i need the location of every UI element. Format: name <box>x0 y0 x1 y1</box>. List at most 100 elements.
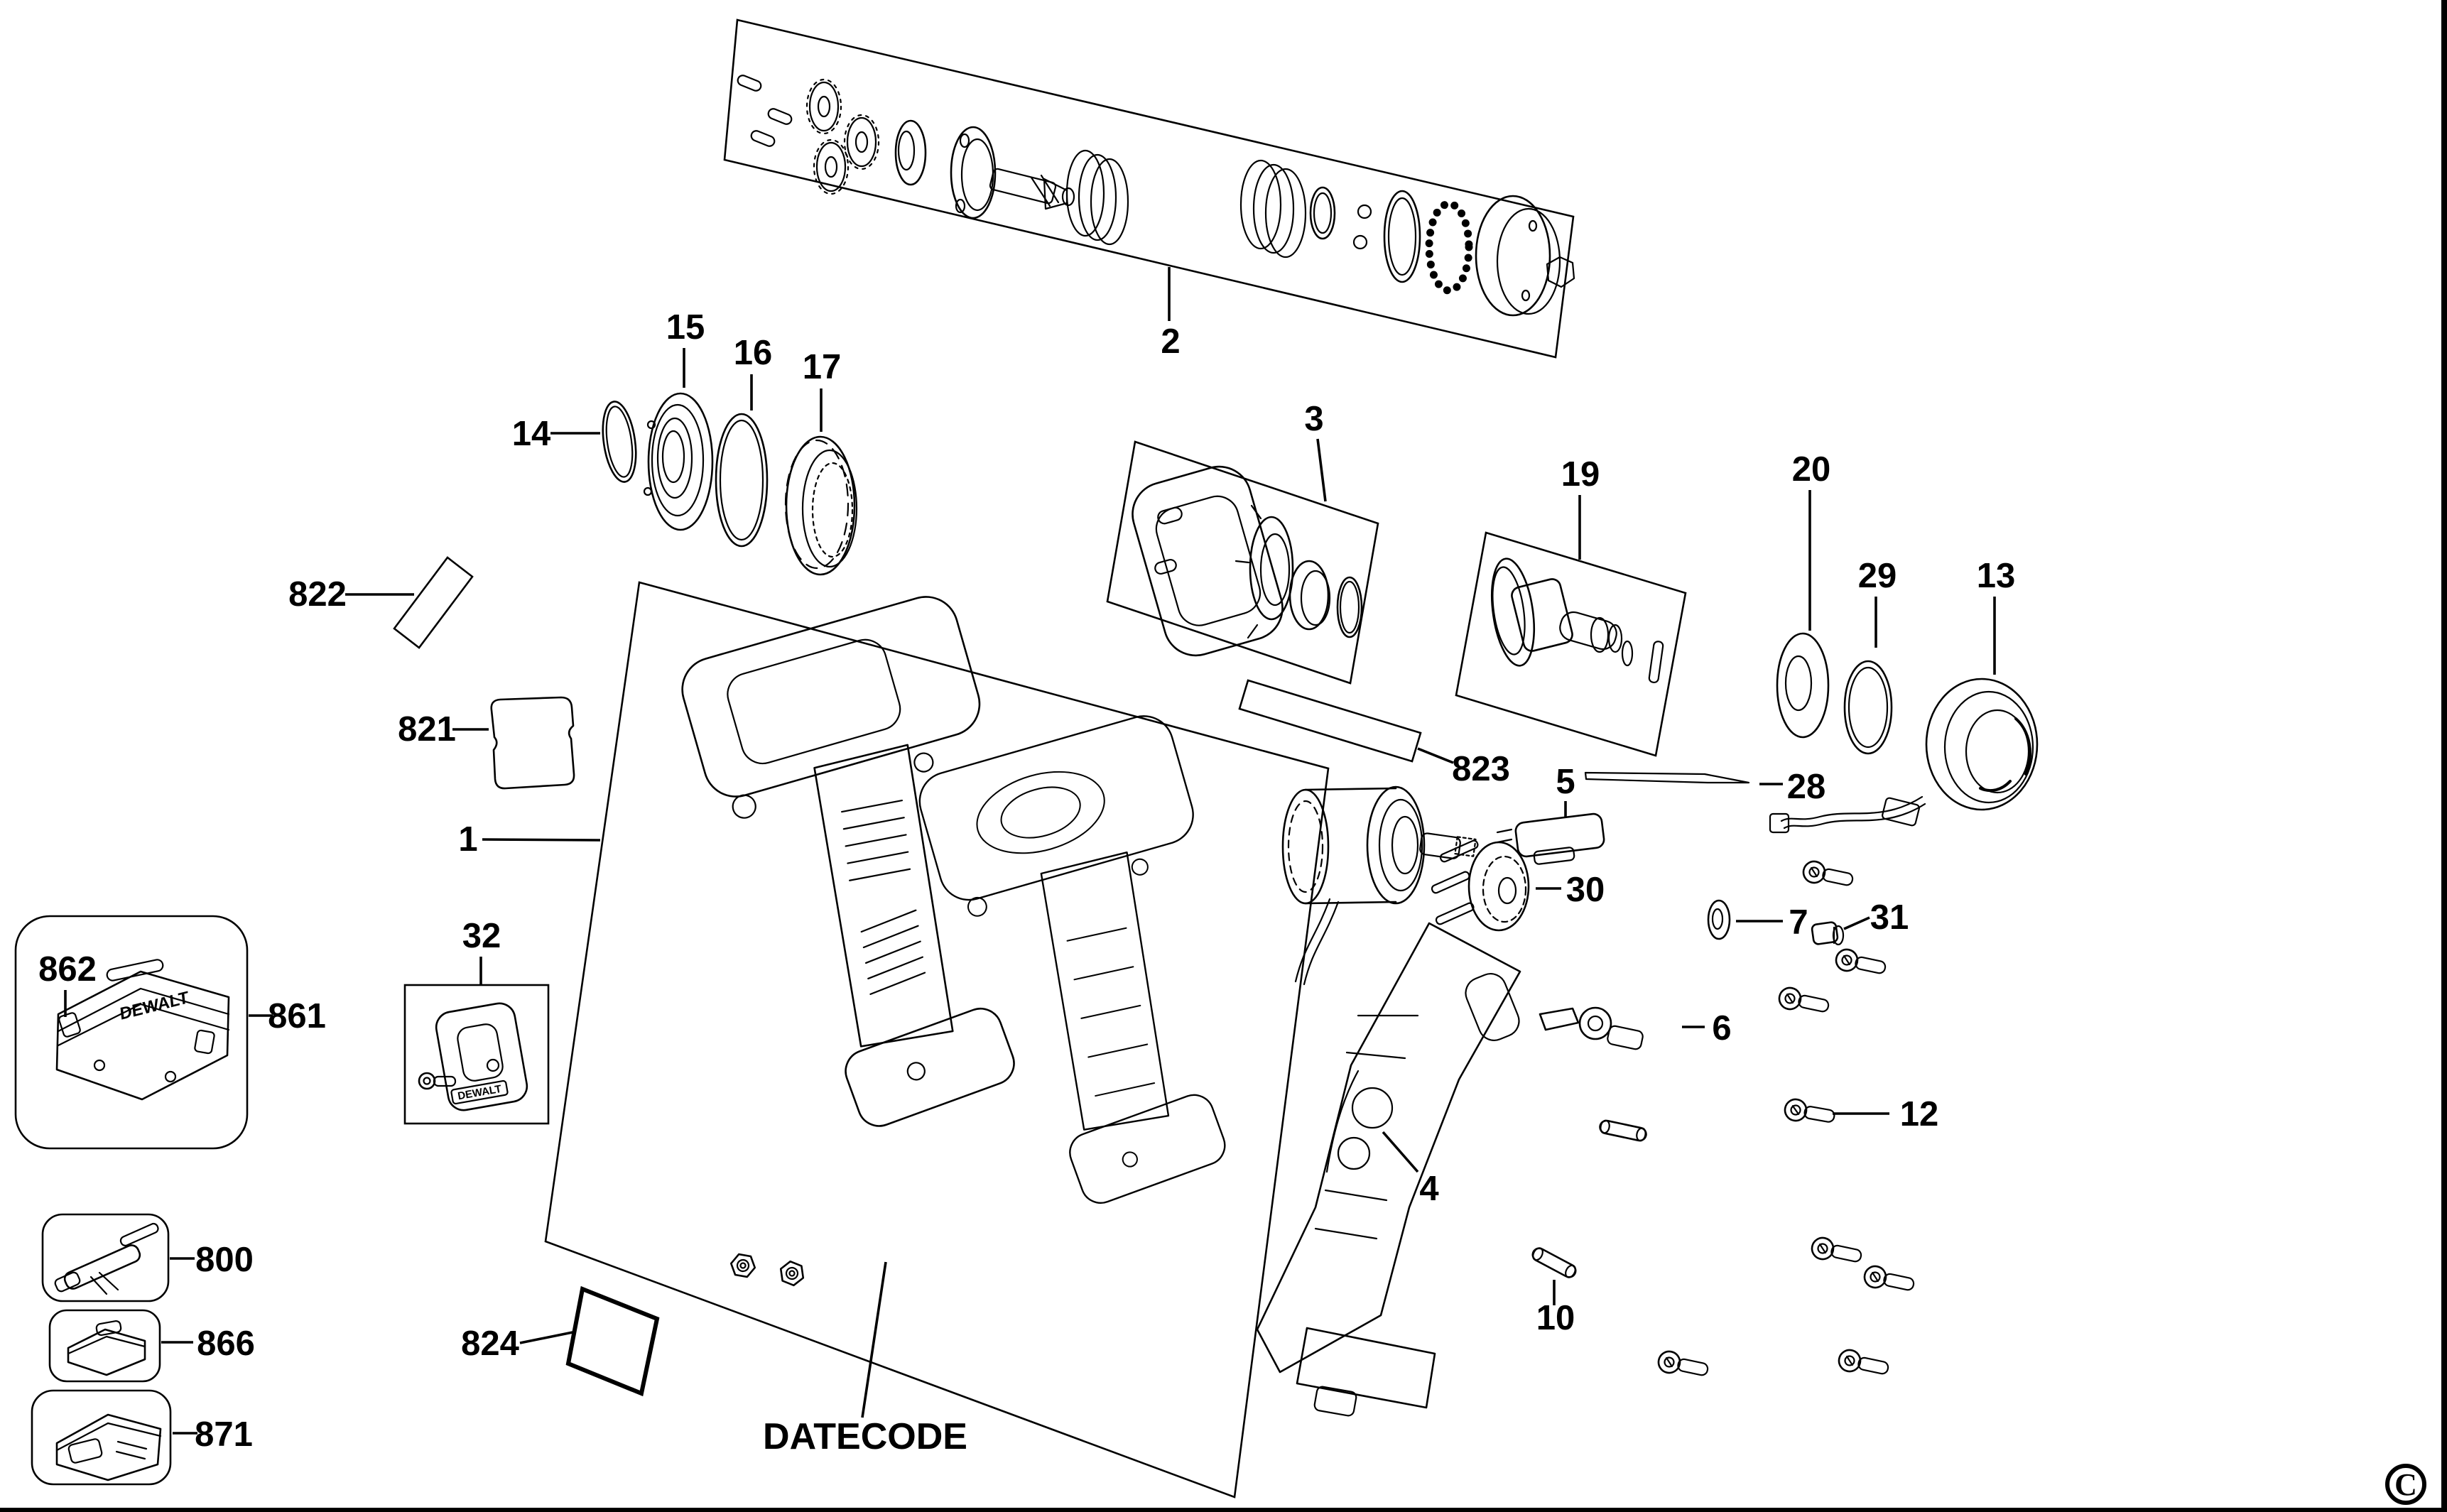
callout-19-text: 19 <box>1561 455 1600 494</box>
callout-821-text: 821 <box>398 710 456 749</box>
callout-822: 822 <box>288 575 414 614</box>
copyright-mark: C <box>2385 1464 2426 1505</box>
callout-29: 29 <box>1858 557 1897 648</box>
page-border-bottom <box>0 1508 2447 1512</box>
housing-half-right <box>918 715 1226 1204</box>
datecode-annotation: DATECODE <box>763 1261 967 1457</box>
callout-12: 12 <box>1833 1095 1938 1133</box>
callout-20: 20 <box>1792 450 1830 631</box>
belt-clip-box-32: DEWALT <box>403 984 550 1125</box>
spring <box>1239 159 1307 259</box>
large-ring <box>1383 190 1421 283</box>
motor-4 <box>1281 785 1477 986</box>
handle-trigger-assembly-4 <box>1256 922 1521 1417</box>
callout-28: 28 <box>1759 768 1825 806</box>
roll-pin-10 <box>1529 1245 1579 1280</box>
thrust-washer <box>894 119 927 186</box>
anvil-parts <box>1491 558 1664 684</box>
ball-retainer-ring <box>1425 200 1473 295</box>
page-border-right <box>2441 0 2447 1512</box>
callout-13: 13 <box>1977 557 2015 675</box>
screw <box>1776 984 1832 1018</box>
screw <box>1833 946 1889 980</box>
screw <box>1800 858 1856 892</box>
washer-7 <box>1707 899 1731 940</box>
callout-6: 6 <box>1682 1009 1732 1048</box>
drivetrain-assembly-box-2 <box>723 18 1575 359</box>
callout-1-text: 1 <box>458 820 477 859</box>
o-ring-29 <box>1843 660 1893 755</box>
callout-861: 861 <box>249 997 326 1035</box>
callout-862: 862 <box>38 950 97 1017</box>
housing-assembly-box-1 <box>544 581 1330 1499</box>
callout-31: 31 <box>1843 898 1909 937</box>
housing-half-left <box>681 596 1015 1127</box>
switch-module-5 <box>1496 812 1605 865</box>
callout-14-text: 14 <box>512 415 551 453</box>
callout-12-text: 12 <box>1900 1095 1939 1133</box>
datecode-text: DATECODE <box>763 1416 967 1457</box>
callout-823-text: 823 <box>1452 750 1510 788</box>
callout-4: 4 <box>1382 1131 1439 1208</box>
washer-20 <box>1776 632 1830 739</box>
o-ring-16 <box>715 413 769 548</box>
callout-5-text: 5 <box>1556 763 1575 801</box>
callout-16-text: 16 <box>734 334 773 372</box>
cup-ring <box>1288 560 1331 631</box>
charger-box-871 <box>31 1389 172 1486</box>
anvil-assembly-box-19 <box>1455 531 1687 757</box>
callout-871-text: 871 <box>195 1415 253 1454</box>
accessory-box-800 <box>41 1213 170 1302</box>
callout-16: 16 <box>734 334 773 410</box>
callout-31-text: 31 <box>1870 898 1909 937</box>
callout-862-text: 862 <box>38 950 97 989</box>
callout-861-text: 861 <box>268 997 326 1035</box>
ball-bearing <box>1357 204 1372 219</box>
callout-2: 2 <box>1161 267 1181 361</box>
roll-pin <box>1597 1119 1649 1143</box>
rotor-fan-30 <box>1431 839 1530 932</box>
bearing-coil-13 <box>1769 678 2039 834</box>
callout-4-text: 4 <box>1419 1170 1438 1208</box>
callout-10-text: 10 <box>1536 1299 1575 1337</box>
copyright-text: C <box>2394 1467 2417 1502</box>
rating-plate-823 <box>1238 679 1422 763</box>
o-ring-14 <box>602 401 637 483</box>
callout-10: 10 <box>1536 1280 1575 1337</box>
callout-1: 1 <box>458 820 601 859</box>
callout-28-text: 28 <box>1787 768 1826 806</box>
callout-7: 7 <box>1736 903 1808 942</box>
callout-824-text: 824 <box>461 1325 519 1363</box>
callout-822-text: 822 <box>288 575 347 614</box>
callout-866: 866 <box>161 1325 255 1363</box>
bearing-15 <box>643 392 714 531</box>
callout-6-text: 6 <box>1712 1009 1731 1048</box>
callout-866-text: 866 <box>197 1325 255 1363</box>
ball-bearing <box>1352 234 1368 250</box>
hex-nut <box>776 1258 808 1289</box>
screw <box>1655 1348 1711 1382</box>
callout-2-text: 2 <box>1161 322 1180 361</box>
screw <box>1861 1263 1917 1297</box>
flat-blade-28 <box>1584 771 1750 784</box>
callout-800-text: 800 <box>195 1241 254 1279</box>
lead-wire <box>1769 795 1926 834</box>
callout-3: 3 <box>1304 400 1327 502</box>
callout-30: 30 <box>1536 871 1605 909</box>
callout-15-text: 15 <box>666 308 705 347</box>
hammer-block <box>1475 195 1575 317</box>
gear-carrier-spindle <box>950 126 1075 219</box>
set-screw-31 <box>1811 921 1845 946</box>
callout-29-text: 29 <box>1858 557 1897 595</box>
planet-gear <box>843 114 880 170</box>
callout-30-text: 30 <box>1566 871 1605 909</box>
callout-19: 19 <box>1561 455 1600 560</box>
gearcase-assembly-box-3 <box>1106 440 1379 685</box>
screw-12 <box>1782 1097 1838 1128</box>
callout-871: 871 <box>173 1415 253 1454</box>
warning-plate-824 <box>565 1285 660 1397</box>
warning-label-plate-822 <box>393 556 474 649</box>
screw <box>1808 1234 1865 1268</box>
callout-824: 824 <box>461 1325 573 1363</box>
